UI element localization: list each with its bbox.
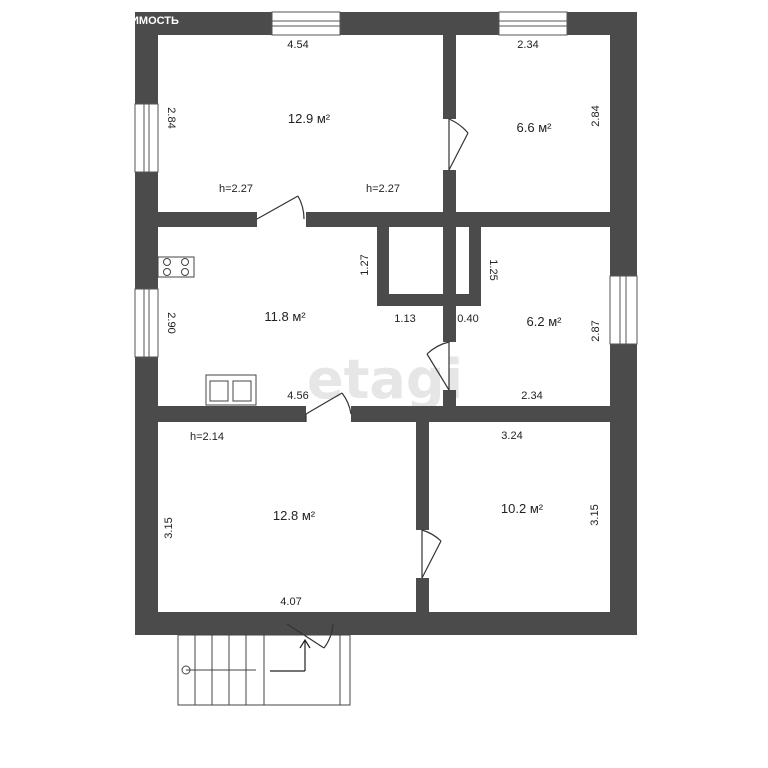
dim-top-right-height: 2.84 xyxy=(590,105,602,126)
dim-mid-right-width: 2.34 xyxy=(521,390,542,402)
dim-kitchen-height: 2.90 xyxy=(165,312,177,333)
area-room-bottom-left: 12.8 м² xyxy=(273,508,316,523)
wall-h1-a xyxy=(135,212,257,227)
shaft-left xyxy=(377,227,389,306)
dim-bottom-left-width: 4.07 xyxy=(280,596,301,608)
doors xyxy=(256,118,469,649)
area-kitchen: 11.8 м² xyxy=(264,309,306,324)
stove-icon xyxy=(157,256,195,278)
dim-kitchen-side-b: 1.13 xyxy=(394,313,415,325)
door-mid-right-room xyxy=(426,341,450,391)
ceiling-bottom-left: h=2.14 xyxy=(190,431,224,443)
dim-mid-right-side-b: 0.40 xyxy=(457,313,478,325)
door-top-right-room xyxy=(448,118,469,171)
door-kitchen-hall xyxy=(305,392,352,422)
dim-mid-right-side-a: 1.25 xyxy=(487,259,499,280)
brand-fragment: ИМОСТЬ xyxy=(131,15,179,27)
window-left-mid xyxy=(134,288,159,358)
area-room-mid-right: 6.2 м² xyxy=(527,314,563,329)
watermark: etagi xyxy=(307,348,463,411)
staircase-icon xyxy=(177,634,351,706)
wall-h1-b xyxy=(306,212,637,227)
dim-top-left-height: 2.84 xyxy=(165,107,177,128)
shaft-bottom xyxy=(377,294,481,306)
wall-h2-a xyxy=(135,406,306,422)
dim-bottom-left-height: 3.15 xyxy=(163,517,175,538)
dim-kitchen-width: 4.56 xyxy=(287,390,308,402)
shaft-right xyxy=(469,227,481,306)
area-room-bottom-right: 10.2 м² xyxy=(501,501,544,516)
door-bottom-right-room xyxy=(421,529,442,579)
window-right-mid xyxy=(609,275,638,345)
wall-v-bot-a xyxy=(416,406,429,530)
dim-bottom-right-width: 3.24 xyxy=(501,430,522,442)
dim-kitchen-side-a: 1.27 xyxy=(359,254,371,275)
wall-v-bot-b xyxy=(416,578,429,635)
wall-v-mid-b xyxy=(443,390,456,422)
dim-mid-right-height: 2.87 xyxy=(590,320,602,341)
ceiling-top-left-b: h=2.27 xyxy=(366,183,400,195)
area-room-top-left: 12.9 м² xyxy=(288,111,331,126)
door-top-left-room xyxy=(256,195,305,220)
dim-top-left-width: 4.54 xyxy=(287,39,308,51)
window-left-top xyxy=(134,103,159,173)
windows xyxy=(134,11,638,358)
wall-v-top-a xyxy=(443,12,456,119)
entry-arrow-icon xyxy=(270,638,311,672)
door-entrance xyxy=(286,623,334,649)
ceiling-top-left-a: h=2.27 xyxy=(219,183,253,195)
area-room-top-right: 6.6 м² xyxy=(517,120,553,135)
sink-icon xyxy=(205,374,257,406)
dim-bottom-right-height: 3.15 xyxy=(589,504,601,525)
window-top-left xyxy=(271,11,341,36)
wall-bottom xyxy=(135,612,637,635)
wall-h2-b xyxy=(351,406,637,422)
dim-top-right-width: 2.34 xyxy=(517,39,538,51)
wall-v-mid-a xyxy=(443,212,456,342)
window-top-right xyxy=(498,11,568,36)
